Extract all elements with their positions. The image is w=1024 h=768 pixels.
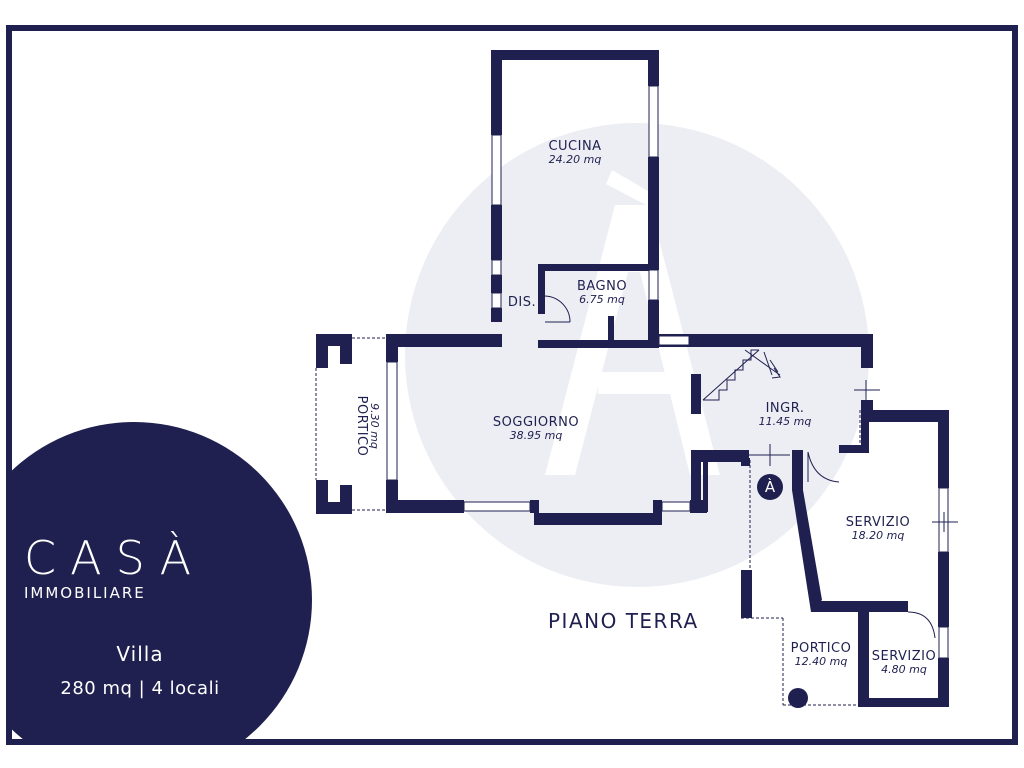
windows [386, 85, 949, 659]
room-soggiorno-name: SOGGIORNO [493, 415, 579, 430]
room-servizio-1-name: SERVIZIO [846, 515, 911, 530]
room-servizio-2-name: SERVIZIO [872, 649, 937, 664]
room-cucina: CUCINA 24.20 mq [548, 139, 601, 166]
brand-subtitle: IMMOBILIARE [24, 584, 146, 602]
room-servizio-1-area: 18.20 mq [852, 529, 905, 542]
entrance-marker-icon: À [757, 474, 783, 500]
room-ingresso: INGR. 11.45 mq [759, 401, 812, 428]
room-ingresso-name: INGR. [766, 401, 805, 416]
room-bagno-area: 6.75 mq [579, 293, 625, 306]
brand-logo-text: CASÀ [24, 531, 205, 585]
walls [316, 50, 949, 707]
room-servizio-2: SERVIZIO 4.80 mq [872, 649, 937, 676]
room-portico-south-area: 12.40 mq [795, 655, 848, 668]
room-portico-south-name: PORTICO [791, 641, 852, 656]
room-cucina-name: CUCINA [548, 139, 601, 154]
room-soggiorno-area: 38.95 mq [510, 429, 563, 442]
room-cucina-area: 24.20 mq [549, 153, 602, 166]
room-bagno: BAGNO 6.75 mq [577, 279, 627, 306]
room-bagno-name: BAGNO [577, 279, 627, 294]
room-soggiorno: SOGGIORNO 38.95 mq [493, 415, 579, 442]
room-portico-west-area: 9.30 mq [368, 403, 381, 449]
property-type: Villa [116, 642, 163, 666]
room-dis-name: DIS. [508, 295, 536, 310]
floor-title: PIANO TERRA [548, 609, 699, 633]
watermark-logo-icon [405, 123, 869, 587]
open-edges [315, 337, 861, 706]
brand-badge [9, 422, 312, 742]
room-portico-west: PORTICO 9.30 mq [354, 396, 381, 457]
property-details: 280 mq | 4 locali [60, 678, 219, 699]
room-servizio-2-area: 4.80 mq [881, 663, 927, 676]
column-icon [788, 688, 808, 708]
staircase-icon [702, 349, 781, 401]
room-servizio-1: SERVIZIO 18.20 mq [846, 515, 911, 542]
doors [544, 295, 958, 639]
room-dis: DIS. [508, 295, 536, 310]
room-ingresso-area: 11.45 mq [759, 415, 812, 428]
room-portico-west-name: PORTICO [354, 396, 369, 457]
room-portico-south: PORTICO 12.40 mq [791, 641, 852, 668]
entrance-marker-letter: À [765, 477, 776, 496]
